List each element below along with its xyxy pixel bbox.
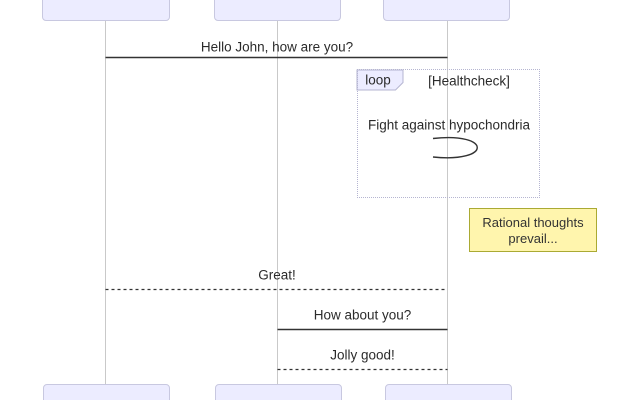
self-message-label: Fight against hypochondria: [367, 117, 531, 133]
loop-condition-label: [Healthcheck]: [428, 73, 510, 89]
message-label-great: Great!: [258, 267, 296, 283]
actor-box-bottom-3: [385, 384, 512, 400]
actor-box-top-3: [383, 0, 510, 21]
loop-fragment-frame: [357, 69, 540, 198]
note-text-line2: prevail...: [508, 230, 558, 246]
note-text-line1: Rational thoughts: [482, 215, 584, 230]
message-label-hello: Hello John, how are you?: [200, 39, 354, 54]
actor-box-bottom-1: [43, 384, 170, 400]
actor-box-bottom-2: [215, 384, 342, 400]
note-box: Rational thoughts prevail...: [469, 208, 597, 252]
message-label-how: How about you?: [313, 307, 412, 322]
actor-box-top-1: [42, 0, 170, 21]
actor-box-top-2: [214, 0, 341, 21]
self-message-curve: [432, 136, 478, 159]
message-label-jolly: Jolly good!: [330, 347, 395, 362]
loop-operator-label: loop: [365, 72, 391, 88]
